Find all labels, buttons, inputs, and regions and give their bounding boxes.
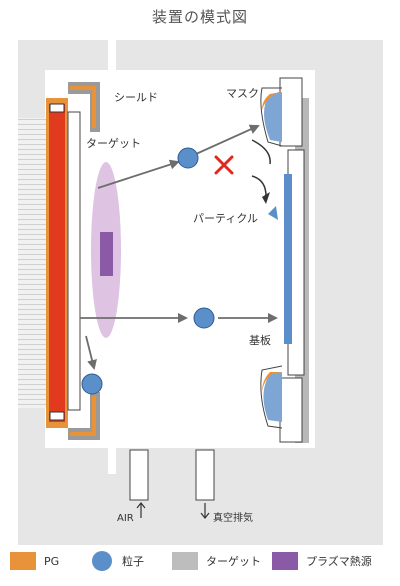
deflection-arc	[251, 139, 271, 165]
label-vacuum: 真空排気	[213, 511, 253, 524]
shield-upper	[68, 82, 100, 132]
substrate	[284, 174, 292, 344]
label-particle: パーティクル	[193, 212, 258, 225]
legend-label-target: ターゲット	[206, 555, 261, 568]
legend-label-plasma: プラズマ熱源	[306, 555, 372, 568]
legend-swatch-particle	[92, 551, 112, 571]
particle-1	[177, 147, 199, 169]
label-target: ターゲット	[86, 137, 141, 150]
legend-label-pg: PG	[44, 554, 60, 568]
mask-lower	[260, 365, 283, 429]
diagram-title: 装置の模式図	[151, 8, 248, 26]
legend-item-pg: PG	[10, 550, 59, 572]
particle-fragment	[268, 206, 278, 220]
vacuum-port	[195, 449, 215, 519]
heater-red	[49, 104, 65, 422]
particle-2	[193, 307, 215, 329]
heater-assembly	[46, 98, 81, 428]
label-substrate: 基板	[249, 333, 271, 347]
legend-swatch-target	[172, 552, 198, 570]
target-strip	[67, 111, 81, 411]
shield-lower	[68, 392, 100, 440]
cross-mark	[214, 155, 234, 175]
substrate-holder	[279, 77, 309, 443]
plasma-heat-source	[100, 232, 113, 276]
legend-item-particle: 粒子	[92, 550, 144, 572]
legend-item-target: ターゲット	[172, 550, 261, 572]
legend-item-plasma: プラズマ熱源	[272, 550, 372, 572]
label-shield: シールド	[114, 91, 158, 104]
heater-fins	[18, 118, 50, 408]
flow-arrows	[80, 124, 278, 370]
air-port	[129, 449, 149, 518]
mask-upper	[260, 87, 283, 147]
legend-label-particle: 粒子	[122, 555, 144, 568]
legend: PG 粒子 ターゲット プラズマ熱源	[10, 550, 394, 572]
label-air: AIR	[117, 513, 134, 524]
legend-swatch-pg	[10, 552, 36, 570]
legend-swatch-plasma	[272, 552, 298, 570]
label-mask: マスク	[226, 87, 259, 100]
particle-3	[81, 373, 103, 395]
